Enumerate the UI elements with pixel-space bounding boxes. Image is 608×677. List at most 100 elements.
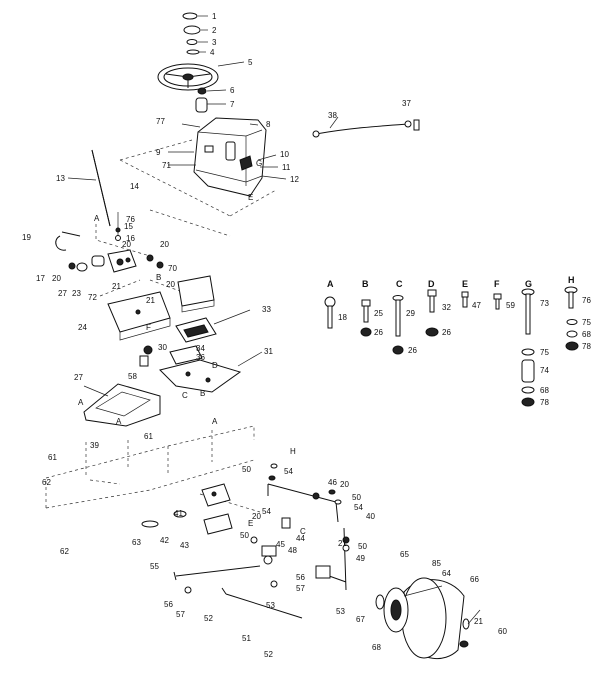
callout-label: 20: [340, 480, 349, 489]
callout-label: 20: [52, 274, 61, 283]
callout-label: A: [94, 214, 100, 223]
callout-label: D: [212, 361, 218, 370]
throttle-cable: [312, 116, 420, 138]
callout-label: 64: [442, 569, 451, 578]
foot-rest: [83, 383, 161, 427]
callout-label: 11: [282, 163, 291, 172]
callout-label: A: [78, 398, 84, 407]
legend-header: D: [428, 279, 435, 289]
legend-number: 74: [540, 366, 549, 375]
spindle: [315, 527, 350, 591]
callout-label: 50: [352, 493, 361, 502]
callout-label: 9: [156, 148, 161, 157]
callout-label: 61: [48, 453, 57, 462]
legend-labels: A B C D E F G H 18 25 26 29 26 32 26 47 …: [327, 275, 591, 407]
legend-number: 26: [442, 328, 451, 337]
callout-label: 16: [126, 234, 135, 243]
legend-number: 78: [540, 398, 549, 407]
legend-header: A: [327, 279, 334, 289]
callout-label: 85: [432, 559, 441, 568]
callout-label: 61: [144, 432, 153, 441]
callout-label: 40: [366, 512, 375, 521]
callout-label: 37: [402, 99, 411, 108]
housing-outline: [119, 139, 277, 237]
callout-label: 54: [354, 503, 363, 512]
callout-label: 19: [22, 233, 31, 242]
callout-label: 53: [266, 601, 275, 610]
steering-cap-stack: [182, 12, 208, 55]
pedal-plate: [139, 309, 251, 367]
legend-number: 75: [540, 348, 549, 357]
callout-label: 30: [158, 343, 167, 352]
front-wheel: [375, 577, 481, 659]
callout-label: 21: [112, 282, 121, 291]
callout-label: 8: [266, 120, 271, 129]
shift-assembly: [141, 483, 233, 535]
callout-label: 52: [204, 614, 213, 623]
callout-label: 70: [168, 264, 177, 273]
callout-label: 54: [262, 507, 271, 516]
callout-label: 7: [230, 100, 235, 109]
callout-label: F: [146, 323, 151, 332]
callout-label: 66: [470, 575, 479, 584]
callout-label: 20: [122, 240, 131, 249]
callout-label: 52: [264, 650, 273, 659]
callout-label: C: [182, 391, 188, 400]
callout-label: A: [116, 417, 122, 426]
legend-number: 78: [582, 342, 591, 351]
callout-label: 27: [74, 373, 83, 382]
legend-number: 29: [406, 309, 415, 318]
callout-label: E: [248, 519, 253, 528]
callout-label: 51: [242, 634, 251, 643]
callout-label: 21: [474, 617, 483, 626]
callout-label: 50: [358, 542, 367, 551]
floor-plate: [159, 351, 263, 393]
callout-label: 42: [160, 536, 169, 545]
callout-label: 63: [132, 538, 141, 547]
callout-label: 1: [212, 12, 217, 21]
callout-label: 62: [60, 547, 69, 556]
callout-label: 48: [288, 546, 297, 555]
legend-header: B: [362, 279, 369, 289]
callout-label: 36: [196, 353, 205, 362]
legend-number: 68: [582, 330, 591, 339]
legend-header: C: [396, 279, 403, 289]
callout-label: 10: [280, 150, 289, 159]
callout-label: 46: [328, 478, 337, 487]
callout-label: 4: [210, 48, 215, 57]
legend-header: F: [494, 279, 500, 289]
legend-number: 68: [540, 386, 549, 395]
callout-label: 53: [336, 607, 345, 616]
callout-label: B: [156, 273, 161, 282]
legend-header: H: [568, 275, 575, 285]
callout-label: 21: [338, 539, 347, 548]
steering-gear: [68, 212, 164, 273]
callout-label: 3: [212, 38, 217, 47]
callout-label: 44: [296, 534, 305, 543]
battery-box: [177, 275, 215, 313]
callout-label: E: [248, 193, 253, 202]
callout-label: G: [256, 159, 262, 168]
dash-console: [168, 117, 287, 197]
legend-number: 76: [582, 296, 591, 305]
callout-label: 65: [400, 550, 409, 559]
callout-label: 33: [262, 305, 271, 314]
callout-label: 72: [88, 293, 97, 302]
callout-label: A: [212, 417, 218, 426]
steering-shaft: [55, 149, 111, 251]
gear-guides: [95, 224, 205, 301]
callout-label: 24: [78, 323, 87, 332]
hardware-legend: [324, 286, 579, 407]
callout-label: 54: [284, 467, 293, 476]
callout-label: 41: [174, 509, 183, 518]
callout-label: 60: [498, 627, 507, 636]
callout-label: B: [200, 389, 205, 398]
callout-label: 49: [356, 554, 365, 563]
callout-label: 57: [296, 584, 305, 593]
callout-label: C: [300, 527, 306, 536]
tie-rods: [173, 517, 303, 619]
callout-label: 38: [328, 111, 337, 120]
callout-label: 2: [212, 26, 217, 35]
legend-number: 25: [374, 309, 383, 318]
